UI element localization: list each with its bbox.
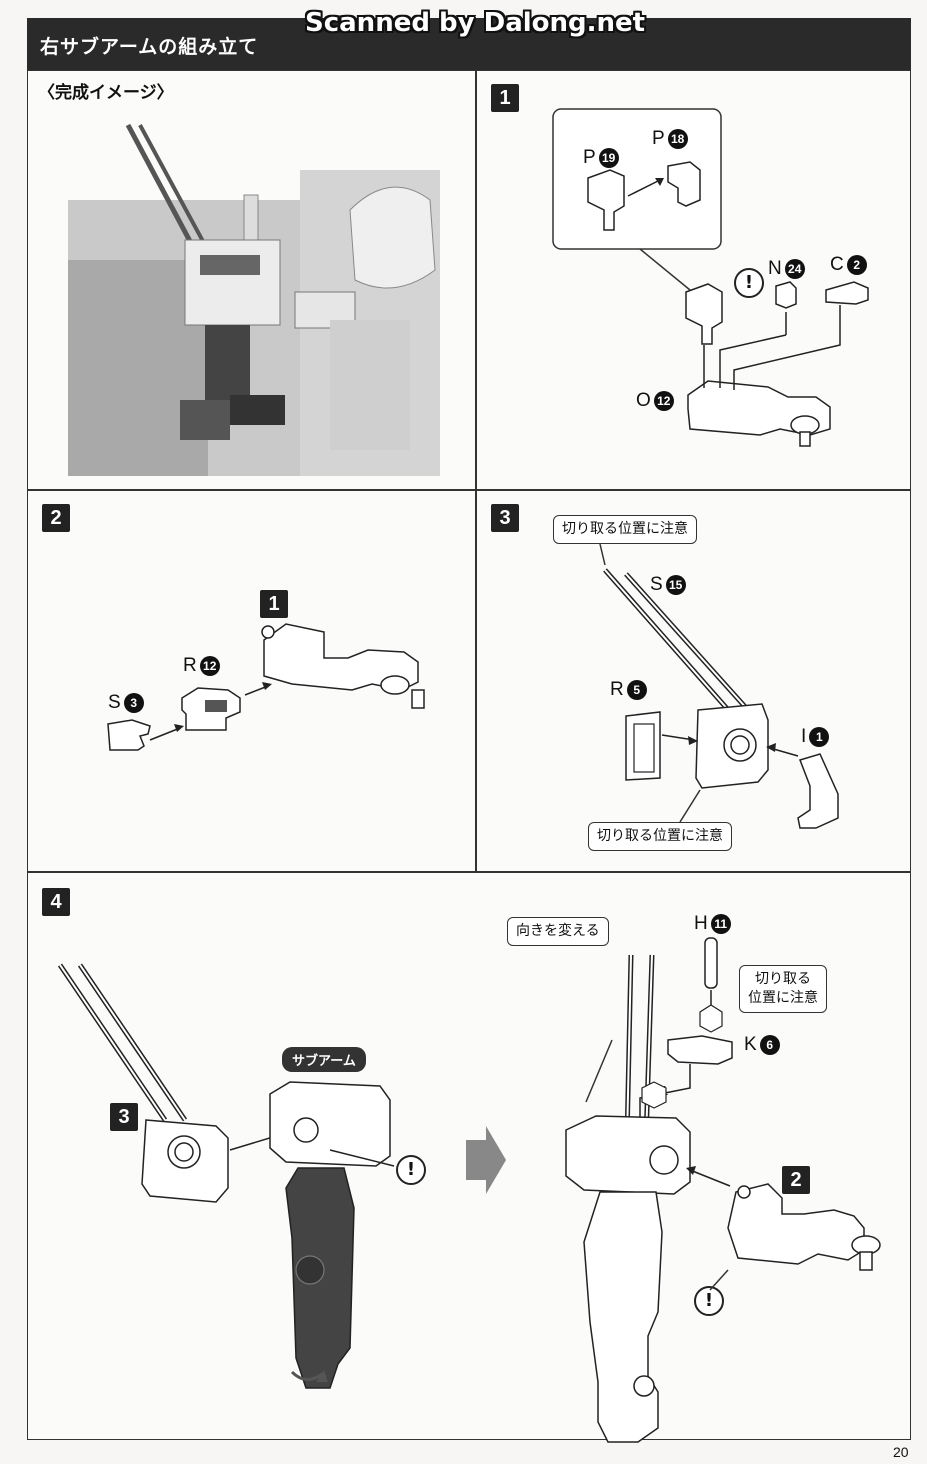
order-number: 2 (707, 1007, 715, 1022)
caution-note: 切り取る位置に注意 (553, 515, 697, 544)
caution-note: 切り取る 位置に注意 (739, 965, 827, 1013)
caution-icon: ! (694, 1286, 724, 1316)
step-number: 2 (42, 504, 70, 532)
panel-step-2 (27, 490, 476, 872)
panel-step-1 (476, 70, 911, 490)
direction-note: 向きを変える (507, 917, 609, 946)
order-number: 1 (661, 1083, 669, 1098)
caution-icon: ! (734, 268, 764, 298)
reference-step-badge: 2 (782, 1166, 810, 1194)
caution-icon: ! (396, 1155, 426, 1185)
sub-arm-badge: サブアーム (282, 1047, 366, 1072)
title-bar (27, 18, 911, 70)
watermark: Scanned by Dalong.net (305, 8, 646, 38)
reference-step-badge: 1 (260, 590, 288, 618)
panel-step-3 (476, 490, 911, 872)
step-number: 4 (42, 888, 70, 916)
page-title: 右サブアームの組み立て (40, 36, 259, 58)
completion-label: 〈完成イメージ〉 (38, 83, 174, 103)
reference-step-badge: 3 (110, 1103, 138, 1131)
panel-step-4 (27, 872, 911, 1440)
page-number: 20 (893, 1444, 909, 1460)
step-number: 3 (491, 504, 519, 532)
caution-note: 切り取る位置に注意 (588, 822, 732, 851)
panel-completion (27, 70, 476, 490)
step-number: 1 (491, 84, 519, 112)
